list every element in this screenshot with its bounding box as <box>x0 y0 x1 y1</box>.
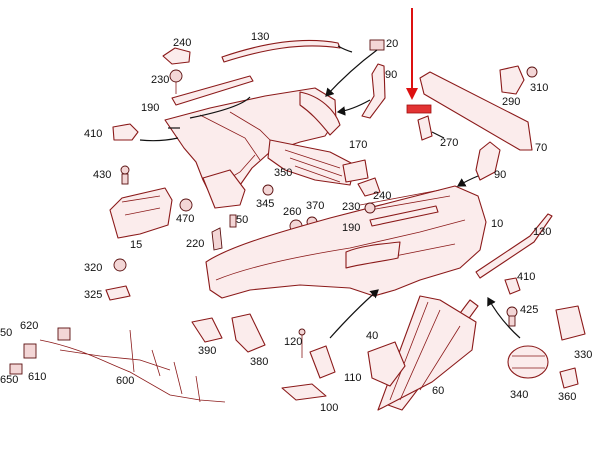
bracket-90-right <box>475 141 501 181</box>
module-330 <box>555 305 586 341</box>
callout-350[interactable]: 350 <box>274 167 293 179</box>
clip-360 <box>559 367 579 389</box>
callout-90[interactable]: 90 <box>385 69 398 81</box>
clip-50 <box>229 214 237 228</box>
callout-230-right[interactable]: 230 <box>342 201 361 213</box>
clip-470 <box>179 198 193 212</box>
trim-strip-70 <box>419 71 533 151</box>
callout-10[interactable]: 10 <box>491 218 504 230</box>
wiring-harness-600 <box>39 329 226 403</box>
carrier-bracket <box>202 169 246 209</box>
callout-410-right[interactable]: 410 <box>517 271 536 283</box>
callout-170[interactable]: 170 <box>349 139 368 151</box>
clip-230-right <box>364 202 376 214</box>
bracket-40 <box>367 341 406 387</box>
callout-40[interactable]: 40 <box>366 330 379 342</box>
callout-370[interactable]: 370 <box>306 200 325 212</box>
clip-220 <box>211 227 223 251</box>
callout-425[interactable]: 425 <box>520 304 539 316</box>
callout-390[interactable]: 390 <box>198 345 217 357</box>
callout-410[interactable]: 410 <box>84 128 103 140</box>
clip-20 <box>369 39 385 51</box>
callout-600[interactable]: 600 <box>116 375 135 387</box>
callout-130[interactable]: 130 <box>251 31 270 43</box>
callout-470[interactable]: 470 <box>176 213 195 225</box>
bracket-240 <box>162 47 191 65</box>
lower-spoiler-60-b <box>377 295 477 411</box>
callout-100[interactable]: 100 <box>320 402 339 414</box>
callout-320[interactable]: 320 <box>84 262 103 274</box>
bolt-430 <box>120 165 130 175</box>
bracket-325 <box>105 285 131 301</box>
callout-120[interactable]: 120 <box>284 336 303 348</box>
callout-260[interactable]: 260 <box>283 206 302 218</box>
clip-230 <box>169 69 183 83</box>
callout-325[interactable]: 325 <box>84 289 103 301</box>
trim-strip-130 <box>221 39 341 63</box>
callout-50-left[interactable]: 50 <box>0 327 13 339</box>
callout-345[interactable]: 345 <box>256 198 275 210</box>
callout-70[interactable]: 70 <box>535 142 548 154</box>
highlight-box <box>406 104 432 114</box>
callout-610[interactable]: 610 <box>28 371 47 383</box>
ring-310 <box>526 66 538 78</box>
trim-190 <box>171 75 254 106</box>
callout-360[interactable]: 360 <box>558 391 577 403</box>
callout-430[interactable]: 430 <box>93 169 112 181</box>
callout-380[interactable]: 380 <box>250 356 269 368</box>
nut-345 <box>262 184 274 196</box>
trim-strip-130-right <box>475 213 553 279</box>
clip-425 <box>506 306 518 318</box>
callout-270[interactable]: 270 <box>440 137 459 149</box>
strip-170 <box>342 159 369 183</box>
callout-15[interactable]: 15 <box>130 239 143 251</box>
callout-340[interactable]: 340 <box>510 389 529 401</box>
part-270 <box>417 115 433 141</box>
callout-240-right[interactable]: 240 <box>373 190 392 202</box>
callout-330[interactable]: 330 <box>574 349 593 361</box>
bracket-410-left <box>112 123 139 141</box>
callout-240[interactable]: 240 <box>173 37 192 49</box>
sensor-290 <box>499 65 525 95</box>
callout-230[interactable]: 230 <box>151 74 170 86</box>
callout-60[interactable]: 60 <box>432 385 445 397</box>
bracket-380 <box>231 313 266 353</box>
bracket-240-right <box>357 177 381 197</box>
side-bracket-15 <box>109 187 173 239</box>
bracket-100 <box>281 383 327 401</box>
callout-90-right[interactable]: 90 <box>494 169 507 181</box>
bracket-390 <box>191 317 223 343</box>
callout-650[interactable]: 650 <box>0 374 19 386</box>
bracket-110 <box>309 345 336 379</box>
callout-290[interactable]: 290 <box>502 96 521 108</box>
callout-130-right[interactable]: 130 <box>533 226 552 238</box>
bracket-90-upper <box>361 63 386 119</box>
callout-110[interactable]: 110 <box>344 372 362 384</box>
callout-620[interactable]: 620 <box>20 320 39 332</box>
bracket-410-right <box>504 277 521 295</box>
red-arrow-down-icon <box>406 8 418 100</box>
strip-190-right <box>369 205 439 227</box>
callout-50[interactable]: 50 <box>236 214 249 226</box>
callout-310[interactable]: 310 <box>530 82 549 94</box>
carrier-web <box>299 91 341 136</box>
callout-220[interactable]: 220 <box>186 238 205 250</box>
callout-190[interactable]: 190 <box>141 102 160 114</box>
clip-320 <box>113 258 127 272</box>
sensor-340 <box>507 345 549 379</box>
callout-190-right[interactable]: 190 <box>342 222 361 234</box>
callout-20[interactable]: 20 <box>386 38 399 50</box>
